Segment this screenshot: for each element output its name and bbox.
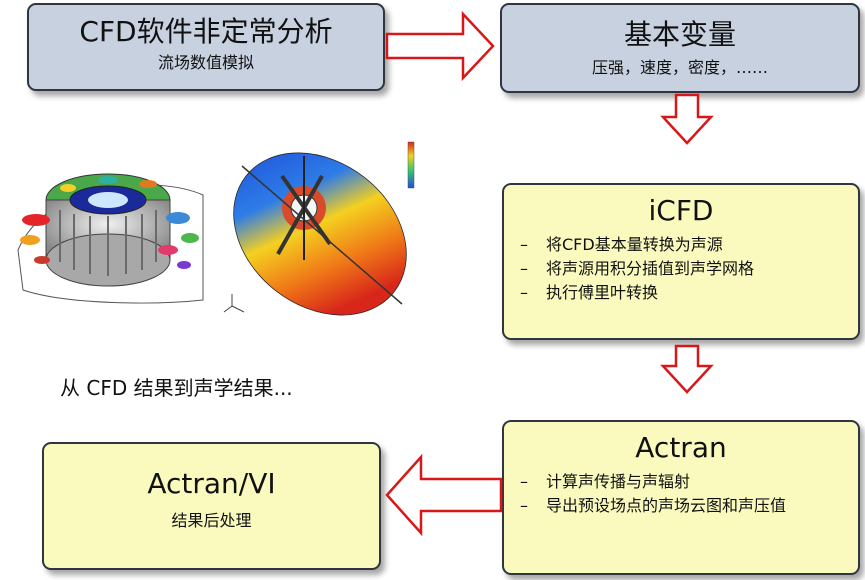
actran-bullet-item: –导出预设场点的声场云图和声压值 xyxy=(520,494,844,518)
icfd-bullet-item: –执行傅里叶转换 xyxy=(520,281,858,305)
cfd-rotor-figure xyxy=(17,173,204,304)
actran-vi-title: Actran/VI xyxy=(147,467,276,500)
icfd-bullet-list: –将CFD基本量转换为声源 –将声源用积分插值到声学网格 –执行傅里叶转换 xyxy=(520,233,858,305)
cfd-analysis-title: CFD软件非定常分析 xyxy=(79,15,333,48)
icfd-title: iCFD xyxy=(648,194,714,227)
actran-vi-subtitle: 结果后处理 xyxy=(171,511,252,530)
basic-variables-title: 基本变量 xyxy=(623,18,736,51)
cfd-analysis-box: CFD软件非定常分析 流场数值模拟 xyxy=(27,3,385,91)
actran-box: Actran –计算声传播与声辐射 –导出预设场点的声场云图和声压值 xyxy=(502,420,860,575)
actran-bullet-item: –计算声传播与声辐射 xyxy=(520,470,844,494)
basic-variables-subtitle: 压强，速度，密度，…… xyxy=(591,58,768,77)
bullet-dash: – xyxy=(520,496,528,515)
pressure-contour-figure xyxy=(223,141,415,316)
actran-bullet-list: –计算声传播与声辐射 –导出预设场点的声场云图和声压值 xyxy=(520,470,844,518)
flow-caption: 从 CFD 结果到声学结果... xyxy=(60,376,293,400)
right-arrow-icon xyxy=(385,10,495,82)
actran-vi-box: Actran/VI 结果后处理 xyxy=(42,442,381,570)
bullet-dash: – xyxy=(520,283,528,302)
bullet-dash: – xyxy=(520,259,528,278)
icfd-box: iCFD –将CFD基本量转换为声源 –将声源用积分插值到声学网格 –执行傅里叶… xyxy=(502,183,860,340)
bullet-dash: – xyxy=(520,472,528,491)
down-arrow-icon xyxy=(660,344,714,394)
down-arrow-icon xyxy=(660,93,714,145)
icfd-bullet-item: –将CFD基本量转换为声源 xyxy=(520,233,858,257)
bullet-dash: – xyxy=(520,235,528,254)
left-arrow-icon xyxy=(385,453,503,537)
basic-variables-box: 基本变量 压强，速度，密度，…… xyxy=(500,3,860,93)
icfd-bullet-item: –将声源用积分插值到声学网格 xyxy=(520,257,858,281)
cfd-analysis-subtitle: 流场数值模拟 xyxy=(157,53,254,72)
actran-title: Actran xyxy=(635,431,727,464)
